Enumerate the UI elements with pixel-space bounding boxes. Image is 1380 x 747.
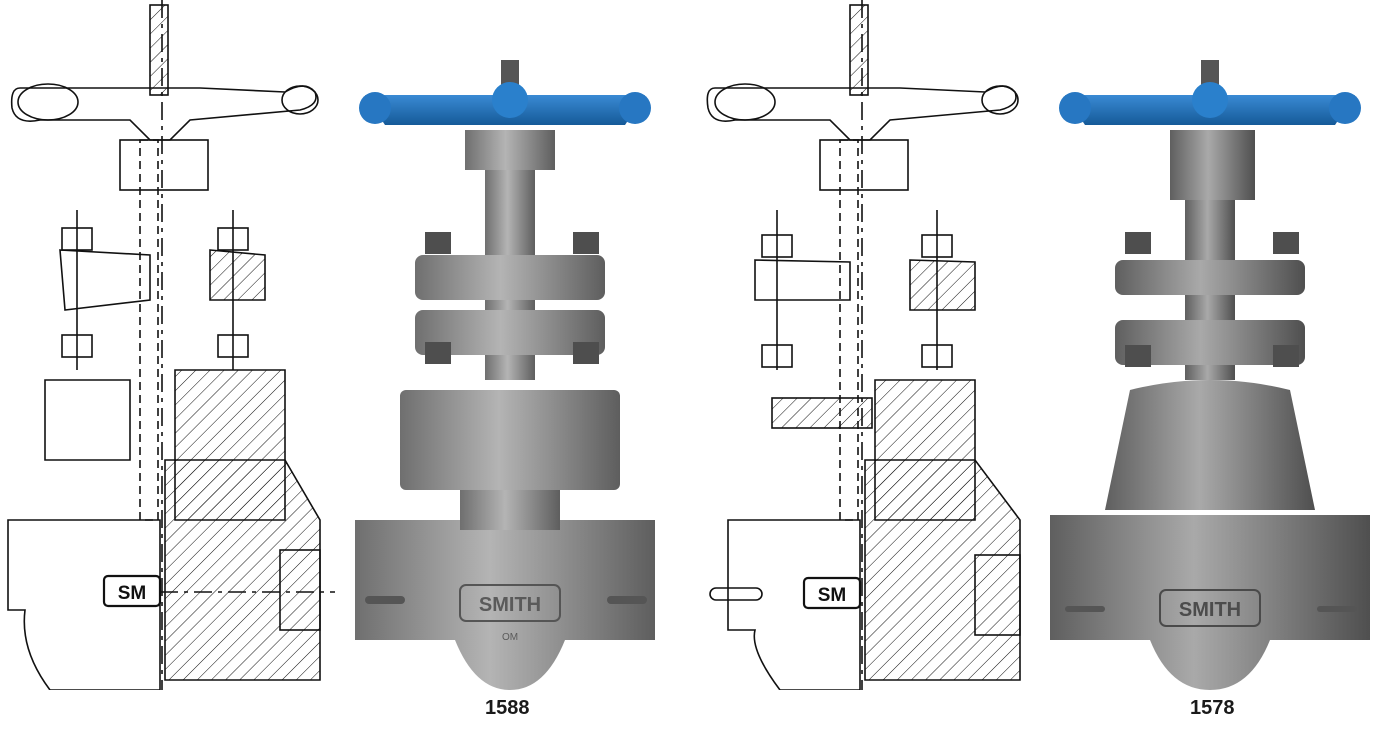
model-label-1588: 1588 bbox=[485, 697, 530, 719]
drawing-tag-sm-2: SM bbox=[818, 585, 847, 606]
body-mark-smith-1578: SMITH bbox=[1179, 599, 1241, 621]
drawing-tag-sm: SM bbox=[118, 583, 147, 604]
valve-1588-cross-section-drawing: SM bbox=[7, 0, 335, 690]
valve-1578-cross-section-drawing: SM bbox=[706, 0, 1021, 690]
body-mark-smith-1588: SMITH bbox=[479, 594, 541, 616]
body-submark-1588: OM bbox=[502, 632, 518, 643]
valve-1578-photo: SMITH bbox=[1050, 60, 1370, 690]
model-label-1578: 1578 bbox=[1190, 697, 1235, 719]
valve-1588-photo: SMITH OM bbox=[355, 60, 655, 690]
